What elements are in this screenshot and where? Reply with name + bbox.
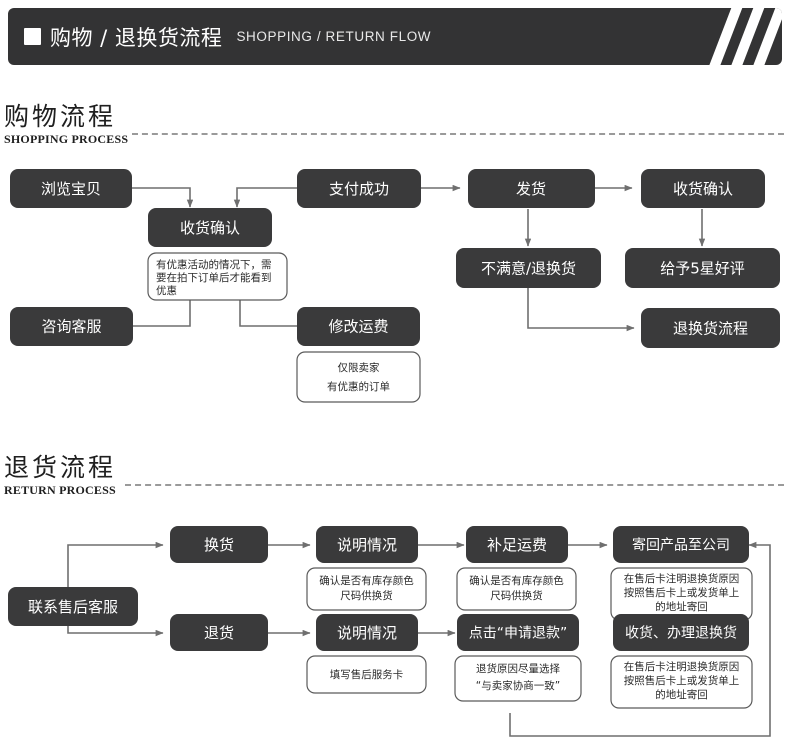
edge-browse-confirm1 <box>132 187 194 208</box>
node-service[interactable]: 咨询客服 <box>10 307 133 346</box>
node-label: 发货 <box>516 180 546 198</box>
node-label: 点击“申请退款” <box>469 626 568 642</box>
section-rule-shopping <box>132 133 784 135</box>
edge-applyref-sendback <box>509 541 771 737</box>
node-confirm2[interactable]: 收货确认 <box>641 169 765 208</box>
node-label: 退换货流程 <box>673 320 748 338</box>
section-title-shopping: 购物流程 SHOPPING PROCESS <box>4 104 128 147</box>
node-label: 给予5星好评 <box>660 260 745 278</box>
edge-unhappy-returnflow <box>527 288 635 332</box>
note-line: 的地址寄回 <box>655 600 708 613</box>
node-label: 换货 <box>204 536 234 554</box>
note-line: 尺码供换货 <box>340 589 393 602</box>
node-label: 收货、办理退换货 <box>625 625 737 642</box>
note-line: 有优惠活动的情况下，需 <box>156 258 272 271</box>
node-unhappy[interactable]: 不满意/退换货 <box>456 248 601 288</box>
note-line: 仅限卖家 <box>338 361 380 374</box>
node-browse[interactable]: 浏览宝贝 <box>10 169 132 208</box>
shopping-flow-diagram: 浏览宝贝 收货确认 有优惠活动的情况下，需 要在拍下订单后才能看到 优惠 支付成… <box>10 169 780 403</box>
node-label: 咨询客服 <box>41 318 101 336</box>
edge-paid-confirm1 <box>233 187 297 208</box>
node-label: 浏览宝贝 <box>41 180 101 198</box>
note-line: 确认是否有库存颜色 <box>469 574 564 587</box>
note-explain2: 填写售后服务卡 <box>306 655 427 694</box>
note-confirm1: 有优惠活动的情况下，需 要在拍下订单后才能看到 优惠 <box>147 252 288 301</box>
node-refund[interactable]: 退货 <box>170 614 268 651</box>
note-line: 要在拍下订单后才能看到 <box>156 271 272 284</box>
section-title-return: 退货流程 RETURN PROCESS <box>4 455 116 498</box>
node-freight[interactable]: 修改运费 <box>297 307 420 346</box>
note-line: 填写售后服务卡 <box>330 668 404 681</box>
edge-service-note <box>133 290 194 327</box>
note-explain1: 确认是否有库存颜色 尺码供换货 <box>306 567 427 611</box>
note-line: 有优惠的订单 <box>327 380 390 393</box>
return-edges <box>67 541 771 737</box>
node-addfee[interactable]: 补足运费 <box>466 526 568 563</box>
node-label: 寄回产品至公司 <box>632 537 730 554</box>
note-receive: 在售后卡注明退换货原因 按照售后卡上或发货单上 的地址寄回 <box>610 655 753 709</box>
node-review[interactable]: 给予5星好评 <box>625 248 780 288</box>
node-label: 收货确认 <box>180 219 240 237</box>
node-label: 说明情况 <box>337 536 397 554</box>
section-title-cn: 购物流程 <box>4 102 117 131</box>
section-title-cn: 退货流程 <box>4 453 117 482</box>
section-title-en: RETURN PROCESS <box>4 483 116 497</box>
note-sendback: 在售后卡注明退换货原因 按照售后卡上或发货单上 的地址寄回 <box>610 567 753 621</box>
node-label: 支付成功 <box>329 180 389 198</box>
node-label: 说明情况 <box>337 624 397 642</box>
return-flow-diagram: 联系售后客服 换货 说明情况 确认是否有库存颜色 尺码供换货 补足运费 确认是否… <box>8 526 771 737</box>
node-sendback[interactable]: 寄回产品至公司 <box>613 526 749 563</box>
square-icon <box>24 28 41 45</box>
node-confirm1[interactable]: 收货确认 <box>148 208 272 247</box>
section-title-en: SHOPPING PROCESS <box>4 132 129 146</box>
note-line: 确认是否有库存颜色 <box>319 574 414 587</box>
node-label: 收货确认 <box>673 180 733 198</box>
node-exchange[interactable]: 换货 <box>170 526 268 563</box>
node-label: 补足运费 <box>487 536 547 554</box>
node-label: 联系售后客服 <box>28 598 118 616</box>
note-freight: 仅限卖家 有优惠的订单 <box>296 351 421 403</box>
section-rule-return <box>125 484 784 486</box>
edge-freight-note <box>236 290 297 327</box>
node-return-flow[interactable]: 退换货流程 <box>641 308 780 348</box>
note-line: 按照售后卡上或发货单上 <box>624 674 740 687</box>
shopping-edges <box>132 184 706 332</box>
node-ship[interactable]: 发货 <box>468 169 595 208</box>
page-banner: 购物 / 退换货流程 SHOPPING / RETURN FLOW <box>8 8 782 65</box>
note-line: 按照售后卡上或发货单上 <box>624 586 740 599</box>
edge-contact-exchange <box>67 541 164 587</box>
note-line: 优惠 <box>156 284 177 297</box>
note-line: 尺码供换货 <box>490 589 543 602</box>
note-line: 在售后卡注明退换货原因 <box>624 572 740 585</box>
banner-title-en: SHOPPING / RETURN FLOW <box>236 29 432 44</box>
node-contact[interactable]: 联系售后客服 <box>8 587 138 626</box>
node-label: 不满意/退换货 <box>481 260 576 278</box>
note-apply-refund: 退货原因尽量选择 “与卖家协商一致” <box>454 655 582 702</box>
node-explain2[interactable]: 说明情况 <box>316 614 418 651</box>
node-apply-refund[interactable]: 点击“申请退款” <box>457 614 579 651</box>
note-addfee: 确认是否有库存颜色 尺码供换货 <box>456 567 577 611</box>
note-line: 在售后卡注明退换货原因 <box>624 660 740 673</box>
banner-title-cn: 购物 / 退换货流程 <box>50 25 223 50</box>
node-paid[interactable]: 支付成功 <box>297 169 421 208</box>
node-label: 退货 <box>204 624 234 642</box>
node-label: 修改运费 <box>328 318 388 336</box>
node-receive[interactable]: 收货、办理退换货 <box>613 614 749 651</box>
node-explain1[interactable]: 说明情况 <box>316 526 418 563</box>
note-line: 的地址寄回 <box>655 688 708 701</box>
note-line: “与卖家协商一致” <box>476 679 560 692</box>
note-line: 退货原因尽量选择 <box>476 662 560 675</box>
